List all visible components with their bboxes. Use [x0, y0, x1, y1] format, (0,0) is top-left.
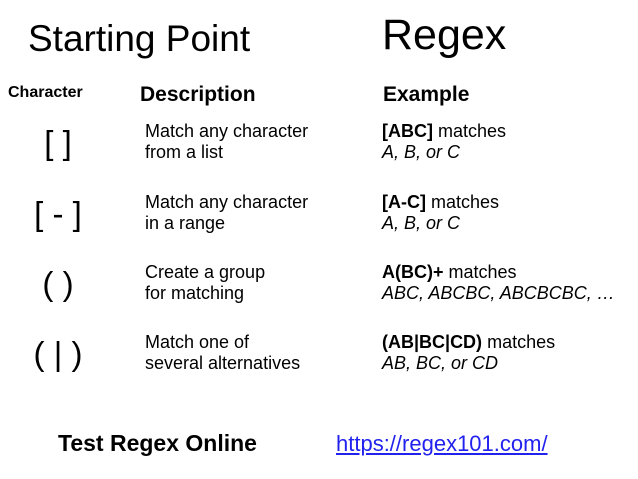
column-header-character: Character	[8, 84, 83, 101]
example-matches-word: matches	[431, 192, 500, 212]
example-line: [A-C] matches	[382, 192, 499, 213]
example-result: AB, BC, or CD	[382, 353, 499, 373]
example-result: ABC, ABCBC, ABCBCBC, …	[382, 283, 615, 303]
example-cell: [ABC] matches A, B, or C	[382, 121, 506, 163]
description-cell: Match any character from a list	[145, 121, 308, 163]
footer-label: Test Regex Online	[58, 430, 257, 456]
column-header-example: Example	[383, 83, 470, 106]
description-line: in a range	[145, 213, 226, 233]
example-line: (AB|BC|CD) matches	[382, 332, 555, 353]
column-header-description: Description	[140, 83, 256, 106]
regex101-link[interactable]: https://regex101.com/	[336, 431, 548, 456]
table-row: ( ) Create a group for matching A(BC)+ m…	[0, 262, 638, 312]
description-line: several alternatives	[145, 353, 301, 373]
example-pattern: A(BC)+	[382, 262, 444, 282]
description-line: Match any character	[145, 121, 309, 141]
table-row: [ ] Match any character from a list [ABC…	[0, 121, 638, 171]
description-cell: Create a group for matching	[145, 262, 265, 304]
example-line: A(BC)+ matches	[382, 262, 615, 283]
example-line: [ABC] matches	[382, 121, 506, 142]
example-result: A, B, or C	[382, 213, 461, 233]
regex-character-symbol: [ - ]	[34, 195, 82, 232]
example-pattern: (AB|BC|CD)	[382, 332, 483, 352]
example-cell: (AB|BC|CD) matches AB, BC, or CD	[382, 332, 555, 374]
example-matches-word: matches	[438, 121, 507, 141]
description-cell: Match any character in a range	[145, 192, 308, 234]
table-row: [ - ] Match any character in a range [A-…	[0, 192, 638, 242]
slide-title-regex: Regex	[382, 11, 507, 59]
example-matches-word: matches	[448, 262, 517, 282]
example-matches-word: matches	[487, 332, 556, 352]
example-pattern: [ABC]	[382, 121, 433, 141]
example-result: A, B, or C	[382, 142, 461, 162]
table-row: ( | ) Match one of several alternatives …	[0, 332, 638, 382]
regex-character-symbol: ( )	[42, 265, 74, 302]
description-line: Match one of	[145, 332, 250, 352]
example-cell: A(BC)+ matches ABC, ABCBC, ABCBCBC, …	[382, 262, 615, 304]
regex-character-symbol: ( | )	[33, 335, 83, 372]
description-line: Match any character	[145, 192, 309, 212]
example-pattern: [A-C]	[382, 192, 426, 212]
description-line: for matching	[145, 283, 245, 303]
slide-title: Starting Point	[28, 18, 251, 59]
description-line: from a list	[145, 142, 224, 162]
description-line: Create a group	[145, 262, 266, 282]
regex-character-symbol: [ ]	[44, 124, 72, 161]
example-cell: [A-C] matches A, B, or C	[382, 192, 499, 234]
description-cell: Match one of several alternatives	[145, 332, 300, 374]
